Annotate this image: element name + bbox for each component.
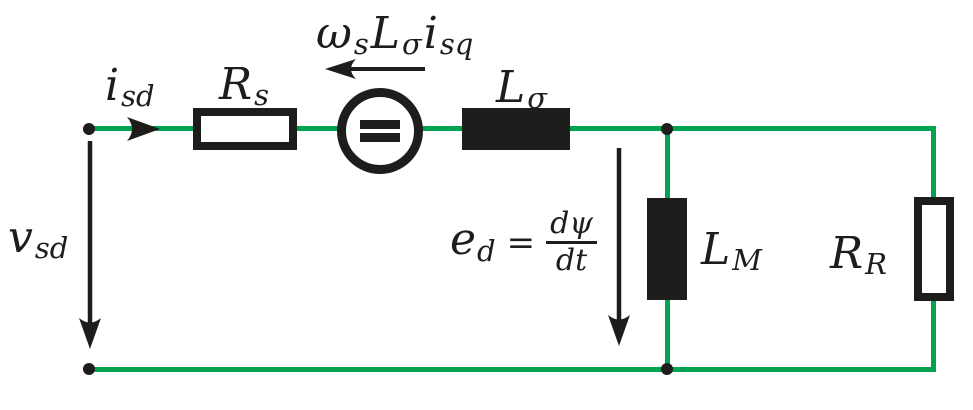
voltage-arrow-vsd-icon [79,141,101,349]
label-omega-ls-isq: ωsLσisq [316,8,474,62]
equals-sign-bar [360,133,400,142]
resistor-rr [914,197,954,301]
equals-sign-bar [360,120,400,129]
label-ed: ed [450,214,496,268]
fraction-numerator: dψ [546,207,597,244]
resistor-rs [193,108,297,150]
inductor-lm [647,198,687,300]
label-vsd: vsd [8,212,69,266]
node-dot-bottom-left [83,363,95,375]
label-ed-equation: ed = dψ dt [450,207,597,276]
label-lsigma: Lσ [496,62,548,116]
node-dot-top-left [83,123,95,135]
label-dpsi-dt-fraction: dψ dt [546,207,597,278]
label-lm: LM [701,224,762,278]
label-rr: RR [830,228,887,282]
fraction-denominator: dt [555,243,588,278]
equals-sign: = [506,223,536,263]
label-rs: Rs [219,59,270,113]
current-arrow-icon [127,117,160,141]
node-dot-top-middle [661,123,673,135]
wire-bottom [89,367,936,372]
label-isd: isd [105,60,155,114]
inductor-lsigma [462,108,570,150]
node-dot-bottom-middle [661,363,673,375]
emf-arrow-left-icon [325,59,425,79]
emf-arrow-ed-icon [608,148,630,346]
voltage-source [337,88,423,174]
